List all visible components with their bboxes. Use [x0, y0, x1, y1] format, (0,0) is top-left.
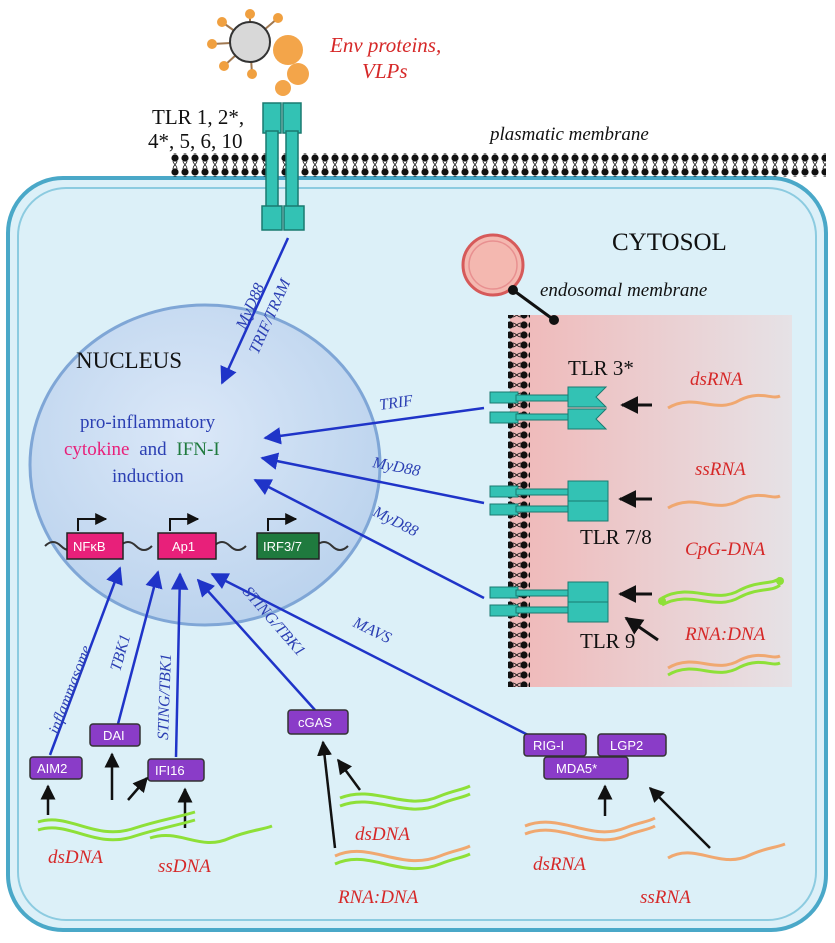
plasma-membrane — [170, 153, 826, 177]
dai-box — [89, 723, 141, 747]
dsdna-left-ligand — [37, 810, 196, 842]
tlr9-ligand2-label: RNA:DNA — [684, 624, 766, 645]
tlr78-ligand-label: ssRNA — [695, 459, 746, 480]
tlr78-label: TLR 7/8 — [580, 525, 652, 549]
dai-arrow — [116, 570, 163, 725]
surface-tlr-label-line2: 4*, 5, 6, 10 — [148, 129, 243, 153]
aim2-arrow — [48, 566, 123, 756]
mda5-label: MDA5* — [556, 761, 597, 776]
virus-particle-icon — [207, 9, 309, 96]
aim2-box — [29, 756, 83, 780]
surface-tlr-dimer — [261, 102, 305, 231]
ssdna-label: ssDNA — [158, 856, 211, 877]
aim2-label: AIM2 — [37, 761, 67, 776]
nucleus-text-and: and — [139, 439, 167, 460]
plasma-membrane-label: plasmatic membrane — [488, 124, 649, 145]
tlr78-myd88-arrow — [260, 452, 485, 505]
nucleus-text-cytokine: cytokine — [64, 439, 129, 460]
gene-box-irf37 — [256, 532, 320, 560]
nucleus-text-line2: cytokine and IFN-I — [64, 439, 220, 460]
tlr3-adaptor: TRIF — [378, 392, 414, 414]
mda5-box — [543, 756, 629, 780]
cgas-arrow — [196, 578, 316, 711]
dsrna-bottom-label: dsRNA — [533, 854, 586, 875]
nucleus-text-line1: pro-inflammatory — [80, 412, 216, 433]
gene-label-nfkb: NFκB — [73, 539, 106, 554]
tlr3-label: TLR 3* — [568, 356, 634, 380]
virus-label-line2: VLPs — [362, 59, 408, 83]
dsdna-mid-ligand — [339, 784, 471, 811]
cgas-box — [287, 709, 349, 735]
ssrna-bottom-ligand — [667, 842, 786, 861]
tlr78-receptor — [489, 480, 652, 522]
rigi-label: RIG-I — [533, 738, 564, 753]
nucleus-text-line3: induction — [112, 466, 184, 487]
dsrna-ligand-tlr3 — [667, 393, 781, 410]
gene-box-ap1 — [157, 532, 217, 560]
gene-label-irf37: IRF3/7 — [263, 539, 302, 554]
cgas-label: cGAS — [298, 715, 332, 730]
tlr3-receptor — [489, 386, 652, 430]
virus-label-line1: Env proteins, — [329, 33, 441, 57]
tlr3-ligand-label: dsRNA — [690, 369, 743, 390]
tlr3-trif-arrow — [263, 406, 485, 445]
rna-dna-bottom-ligand — [334, 844, 471, 870]
surface-tlr-label-line1: TLR 1, 2*, — [152, 105, 244, 129]
ssrna-bottom-label: ssRNA — [640, 887, 691, 908]
sting-tbk1-label-a: STING/TBK1 — [155, 653, 175, 740]
lgp2-label: LGP2 — [610, 738, 643, 753]
gene-label-ap1: Ap1 — [172, 539, 195, 554]
dai-label: DAI — [103, 728, 125, 743]
dsdna-mid-label: dsDNA — [355, 824, 410, 845]
cytosol-label: CYTOSOL — [612, 229, 727, 256]
nucleus-text-ifn: IFN-I — [176, 439, 219, 460]
endosomal-membrane — [508, 315, 530, 687]
gene-row — [44, 513, 349, 560]
gene-box-nfkb — [66, 532, 124, 560]
tlr9-ligand-label: CpG-DNA — [685, 539, 766, 560]
lgp2-box — [597, 733, 667, 757]
ifi16-box — [147, 758, 205, 782]
nucleus-label: NUCLEUS — [76, 348, 182, 373]
endosome-region — [510, 315, 792, 687]
ifi16-arrow — [170, 572, 189, 758]
endosome-vesicle — [461, 233, 525, 297]
ssrna-ligand-tlr78 — [667, 493, 781, 510]
dsdna-left-label: dsDNA — [48, 847, 103, 868]
ssdna-ligand — [149, 824, 273, 844]
tlr9-label: TLR 9 — [580, 629, 635, 653]
rna-dna-ligand-endosome — [667, 653, 781, 677]
ifi16-label: IFI16 — [155, 763, 185, 778]
mavs-arrow — [210, 572, 531, 738]
rigi-box — [523, 733, 587, 757]
cpg-dna-ligand — [658, 576, 784, 607]
tlr9-receptor — [489, 581, 659, 642]
dsrna-bottom-ligand — [524, 816, 656, 842]
endosomal-membrane-label: endosomal membrane — [540, 280, 707, 301]
tlr9-myd88-arrow — [253, 478, 485, 600]
rna-dna-bottom-label: RNA:DNA — [337, 887, 419, 908]
surface-tlr-arrow — [220, 237, 290, 385]
